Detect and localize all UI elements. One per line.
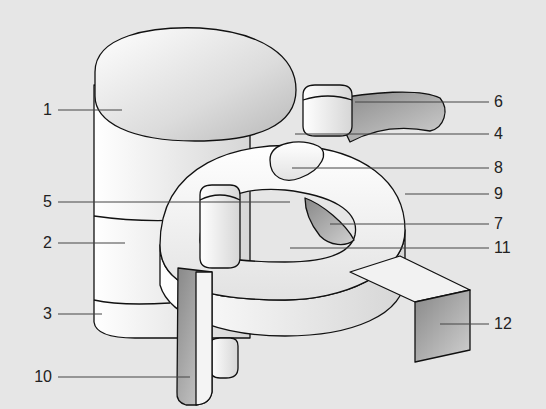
callout-number: 12 <box>494 315 512 333</box>
callout-number: 11 <box>494 239 511 257</box>
callout-number: 3 <box>43 305 52 323</box>
callout-number: 1 <box>43 101 52 119</box>
callout-number: 4 <box>494 125 503 143</box>
callout-number: 7 <box>494 215 503 233</box>
callout-number: 6 <box>494 93 503 111</box>
callout-number: 5 <box>43 193 52 211</box>
leader-lines <box>58 102 489 377</box>
callout-number: 9 <box>494 185 503 203</box>
callout-number: 8 <box>494 159 503 177</box>
callout-number: 2 <box>43 234 52 252</box>
callout-number: 10 <box>34 368 52 386</box>
